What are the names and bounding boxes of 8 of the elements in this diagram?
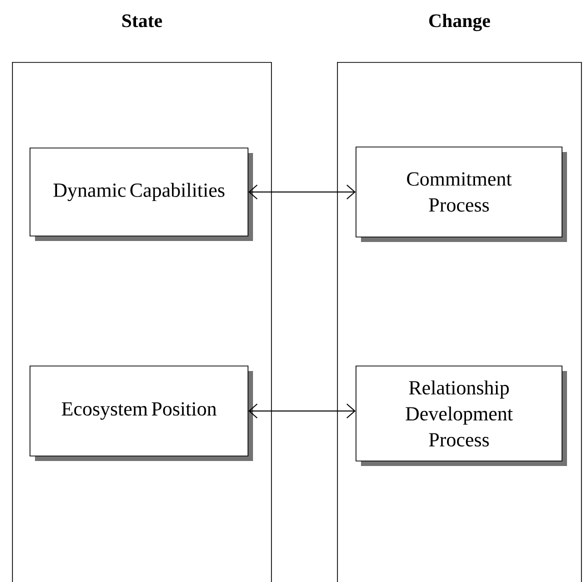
arrow <box>248 184 356 200</box>
arrow <box>248 404 356 418</box>
node-label: State <box>122 14 162 28</box>
node-label: Change <box>429 14 490 32</box>
process-box: Relationship Development Process <box>356 366 567 466</box>
process-box: Commitment Process <box>356 146 567 242</box>
process-box: Ecosystem Position <box>30 366 253 461</box>
process-box: Dynamic Capabilities <box>30 148 253 241</box>
